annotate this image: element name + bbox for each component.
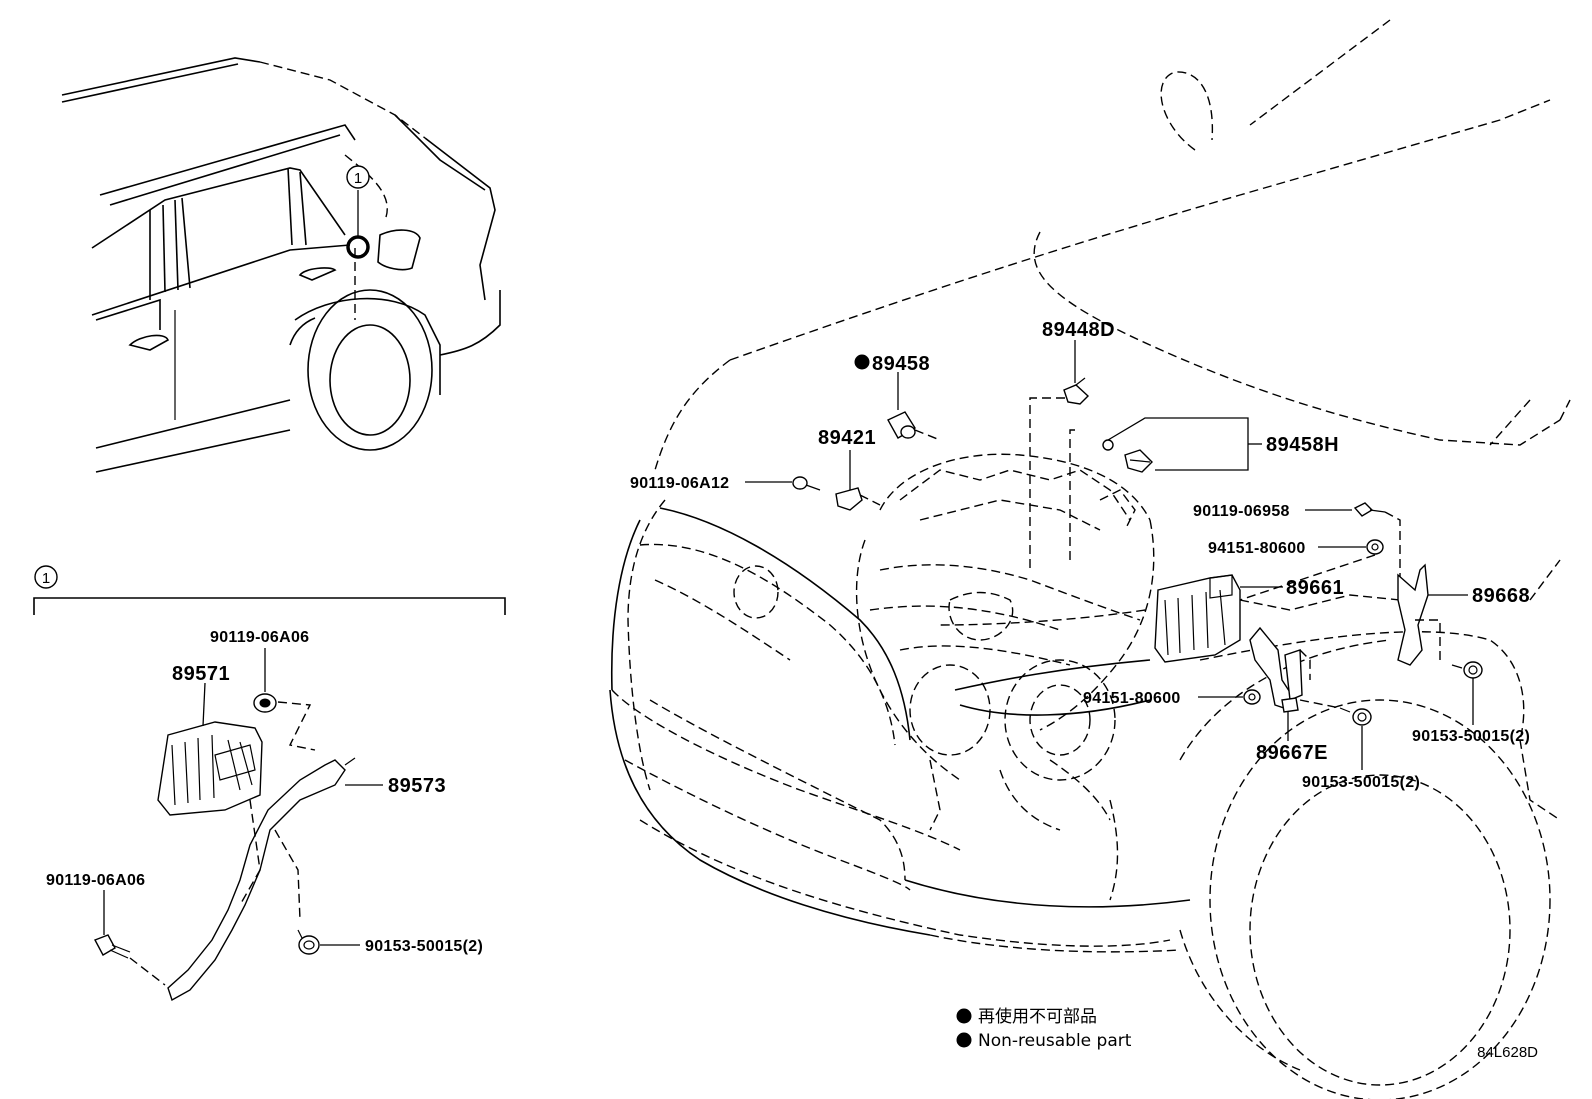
label-89458: 89458 bbox=[872, 353, 930, 375]
label-89668: 89668 bbox=[1472, 585, 1530, 607]
sensor-89458 bbox=[887, 411, 916, 439]
rear-vehicle-illustration: 1 bbox=[61, 57, 501, 473]
sensor-location-marker bbox=[346, 235, 370, 259]
bolt-90119-06958 bbox=[1353, 502, 1386, 517]
engine-assembly bbox=[855, 453, 1155, 831]
callout-circle-detail bbox=[34, 565, 58, 589]
label-90119-06A12: 90119-06A12 bbox=[630, 475, 729, 492]
label-89661: 89661 bbox=[1286, 577, 1344, 599]
label-90153-50015-center: 90153-50015(2) bbox=[1302, 774, 1420, 791]
sensor-89448D bbox=[1063, 377, 1090, 405]
sensor-89458H bbox=[1102, 439, 1153, 473]
figure-code: 84L628D bbox=[1477, 1044, 1538, 1061]
front-vehicle-illustration: 89458 89448D 89421 89458H 90119-06A12 90… bbox=[609, 19, 1571, 1099]
bracket-89668 bbox=[1397, 563, 1429, 666]
legend: 再使用不可部品 Non-reusable part bbox=[956, 1006, 1132, 1051]
sensor-link-bracket bbox=[167, 759, 346, 1002]
bracket-89667E bbox=[1249, 626, 1303, 713]
label-89421: 89421 bbox=[818, 427, 876, 449]
label-90153-50015-left: 90153-50015(2) bbox=[365, 938, 483, 955]
label-89448D: 89448D bbox=[1042, 319, 1115, 341]
detail-1-section: 1 9 bbox=[33, 565, 506, 1002]
non-reusable-marker bbox=[854, 354, 870, 370]
legend-marker-2 bbox=[956, 1032, 972, 1048]
callout-circle-top bbox=[346, 165, 370, 189]
bolt-90119-06A12 bbox=[792, 476, 821, 491]
label-90119-06A06-bottom: 90119-06A06 bbox=[46, 872, 145, 889]
ecu-89661 bbox=[1154, 574, 1241, 663]
label-89667E: 89667E bbox=[1256, 742, 1328, 764]
callout-number-top: 1 bbox=[354, 170, 362, 187]
label-89573: 89573 bbox=[388, 775, 446, 797]
label-94151-80600-lower: 94151-80600 bbox=[1083, 690, 1181, 707]
bolt-90119-06A06-lower bbox=[94, 934, 131, 959]
nut-94151-80600-upper bbox=[1366, 539, 1384, 555]
legend-text-jp: 再使用不可部品 bbox=[978, 1006, 1097, 1027]
label-89458H: 89458H bbox=[1266, 434, 1339, 456]
callout-number-detail: 1 bbox=[42, 570, 50, 587]
nut-90153-50015-center bbox=[1339, 707, 1372, 726]
label-90153-50015-right: 90153-50015(2) bbox=[1412, 728, 1530, 745]
label-90119-06958: 90119-06958 bbox=[1193, 503, 1290, 520]
legend-marker-1 bbox=[956, 1008, 972, 1024]
detail-bracket bbox=[33, 597, 506, 615]
label-89571: 89571 bbox=[172, 663, 230, 685]
legend-text-en: Non-reusable part bbox=[978, 1031, 1132, 1051]
nut-94151-80600-lower bbox=[1243, 689, 1261, 705]
nut-90153-50015-right bbox=[1451, 661, 1483, 679]
bracket-89421 bbox=[835, 487, 863, 511]
label-94151-80600-upper: 94151-80600 bbox=[1208, 540, 1306, 557]
height-control-module bbox=[157, 721, 263, 816]
nut-90153-50015-left bbox=[297, 929, 320, 955]
module-nut-top bbox=[253, 693, 277, 713]
label-90119-06A06-top: 90119-06A06 bbox=[210, 629, 309, 646]
